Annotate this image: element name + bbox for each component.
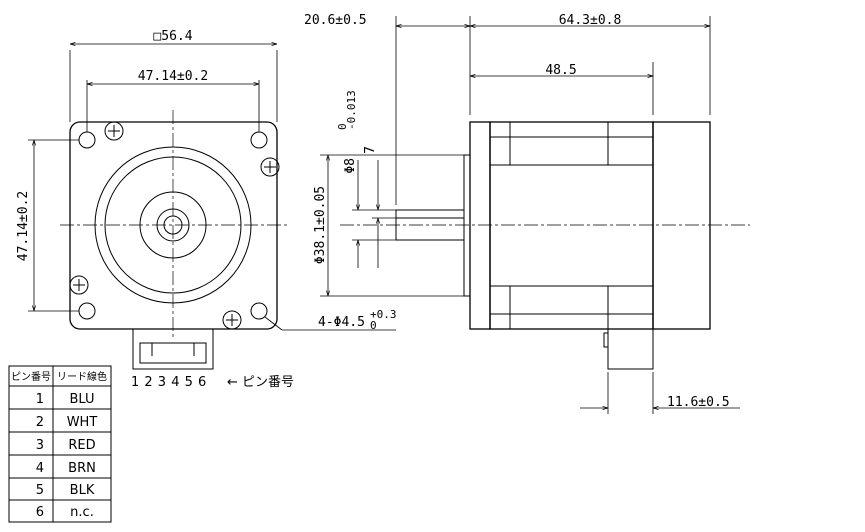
mount-hole-tl <box>78 131 96 149</box>
flange-width-label: □56.4 <box>153 29 192 44</box>
hole-pitch-v-label: 47.14±0.2 <box>16 191 31 261</box>
table-row-color: BLU <box>69 392 94 407</box>
front-connector <box>132 328 214 370</box>
side-flange <box>469 121 491 330</box>
pin-numbers: 1 2 3 4 5 6 <box>131 375 207 390</box>
front-view <box>60 110 290 370</box>
front-flange <box>69 121 278 330</box>
shaft-length-label: 20.6±0.5 <box>304 13 367 28</box>
side-shaft <box>395 209 465 241</box>
table-row-pin: 2 <box>36 415 44 430</box>
table-row-color: n.c. <box>70 505 94 520</box>
screw-icon <box>69 121 280 330</box>
pin-table <box>8 365 112 523</box>
shaft-dia-label: Φ8 <box>343 158 358 174</box>
table-header-pin: ピン番号 <box>11 371 51 383</box>
shaft-tol-upper: 0 <box>336 123 349 130</box>
table-row-color: RED <box>68 438 95 453</box>
flat-length-label: 7 <box>363 146 378 154</box>
side-body <box>489 121 654 330</box>
side-view <box>340 121 750 370</box>
table-row-pin: 1 <box>36 392 44 407</box>
side-pilot <box>463 154 471 297</box>
table-row-pin: 4 <box>36 461 44 476</box>
table-row-pin: 3 <box>36 438 44 453</box>
mount-hole-tr <box>250 131 268 149</box>
table-row-color: BLK <box>70 483 95 498</box>
pilot-dia-label: Φ38.1±0.05 <box>313 186 328 264</box>
mount-hole-tol-upper: +0.3 <box>370 308 397 321</box>
pin-number-label: ← ピン番号 <box>227 375 294 390</box>
mount-hole-br <box>250 302 268 320</box>
connector-length-label: 11.6±0.5 <box>667 395 730 410</box>
table-row-pin: 6 <box>36 505 44 520</box>
table-header-wire: リード線色 <box>57 370 107 383</box>
hole-pitch-h-label: 47.14±0.2 <box>138 69 208 84</box>
frame-length-label: 48.5 <box>545 63 576 78</box>
table-row-color: WHT <box>67 415 98 430</box>
mount-hole-bl <box>78 302 96 320</box>
body-length-label: 64.3±0.8 <box>559 13 622 28</box>
side-rear-cap <box>652 121 711 330</box>
pin-table-rows: 1 BLU 2 WHT 3 RED 4 BRN 5 BLK 6 n.c. <box>36 392 98 520</box>
mount-hole-tol-lower: 0 <box>370 319 377 332</box>
table-row-pin: 5 <box>36 483 44 498</box>
side-connector <box>607 328 654 370</box>
shaft-tol-lower: -0.013 <box>345 90 358 130</box>
mount-hole-label: 4-Φ4.5 <box>318 315 365 330</box>
table-row-color: BRN <box>68 461 96 476</box>
